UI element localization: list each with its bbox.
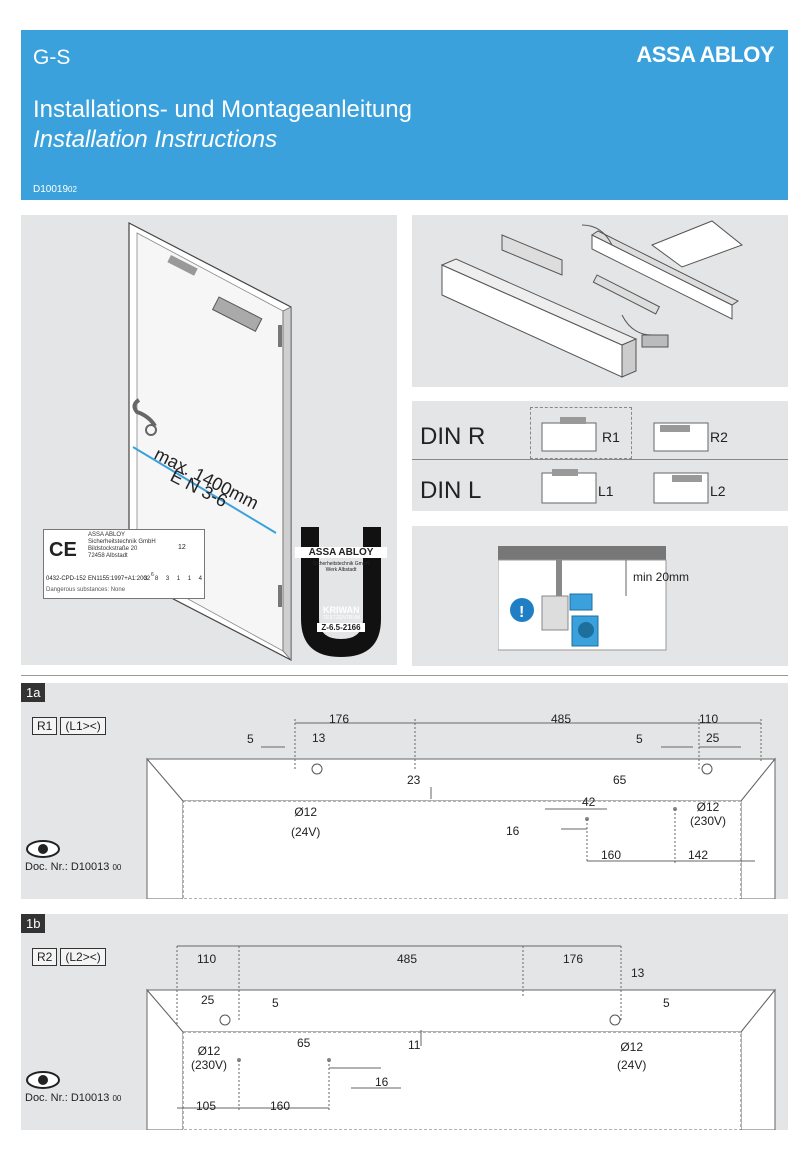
certification-mark: ASSA ABLOY Sicherheitstechnik GmbH Werk … xyxy=(293,527,389,661)
dim-42: 42 xyxy=(582,795,596,809)
variant-1a-code: R1 xyxy=(32,717,58,735)
dim-13: 13 xyxy=(312,731,326,745)
cert-kriwan: KRIWAN xyxy=(323,605,360,615)
section-1b-tag: 1b xyxy=(21,914,46,933)
ce-label: CE ASSA ABLOY Sicherheitstechnik GmbH Bi… xyxy=(43,529,205,599)
variant-1a-alt: (L1><) xyxy=(60,717,106,735)
dim-65: 65 xyxy=(297,1036,311,1050)
ce-label-code: 0432-CPD-152 xyxy=(46,576,87,582)
din-l2-icon xyxy=(653,472,709,504)
section-divider xyxy=(21,675,788,676)
drilling-template-1b xyxy=(145,945,777,1130)
dim-485: 485 xyxy=(397,952,418,966)
ce-label-number: 12 xyxy=(178,544,186,551)
title-german: Installations- und Montageanleitung xyxy=(33,96,412,123)
dim-16: 16 xyxy=(506,824,520,838)
hole-left-1b: Ø12(230V) xyxy=(191,1044,228,1072)
ce-label-note: Dangerous substances: None xyxy=(46,587,126,593)
dim-11: 11 xyxy=(408,1038,421,1052)
dim-5-left: 5 xyxy=(272,996,279,1010)
din-l2-label: L2 xyxy=(710,483,726,499)
din-r1-selected xyxy=(530,407,632,459)
din-l-label: DIN L xyxy=(420,477,482,504)
section-1b: 1b R2 (L2><) Doc. Nr.: D10013 00 110 485… xyxy=(21,914,788,1130)
doc-reference-1a[interactable]: Doc. Nr.: D10013 00 xyxy=(25,861,122,873)
header-banner: G-S ASSA ABLOY Installations- und Montag… xyxy=(21,30,788,200)
ce-mark-icon: CE xyxy=(49,539,77,561)
min-clearance-label: min 20mm xyxy=(633,570,690,584)
brand-logo: ASSA ABLOY xyxy=(636,42,774,67)
document-number: D1001902 xyxy=(33,184,77,195)
divider xyxy=(412,459,788,460)
variant-1b: R2 (L2><) xyxy=(32,948,106,966)
dim-105: 105 xyxy=(196,1099,217,1113)
din-r2-label: R2 xyxy=(710,429,728,445)
hole-right-1a: Ø12(230V) xyxy=(690,800,727,828)
ce-label-digit-top: 6 xyxy=(151,572,154,578)
dim-16: 16 xyxy=(375,1075,389,1089)
clearance-notice-panel: ! min 20mm xyxy=(412,526,788,666)
cert-sub2: Werk Albstadt xyxy=(325,567,357,573)
section-1a: 1a R1 (L1><) Doc. Nr.: D10013 00 176 485… xyxy=(21,683,788,899)
product-parts-illustration xyxy=(440,220,744,378)
dim-160: 160 xyxy=(601,848,622,862)
dim-13: 13 xyxy=(631,966,645,980)
title-english: Installation Instructions xyxy=(33,126,278,153)
cert-number: Z-6.5-2166 xyxy=(317,623,365,632)
variant-1a: R1 (L1><) xyxy=(32,717,106,735)
cert-sub1: Sicherheitstechnik GmbH xyxy=(312,561,370,567)
drilling-template-1a xyxy=(145,719,777,899)
dim-176: 176 xyxy=(563,952,584,966)
dim-5-right: 5 xyxy=(663,996,670,1010)
product-name: G-S xyxy=(33,46,71,69)
din-l1-label: L1 xyxy=(598,483,614,499)
hole-left-1a: Ø12(24V) xyxy=(291,805,321,839)
dim-65: 65 xyxy=(613,773,627,787)
din-orientation-panel: DIN R DIN L R1 R2 L1 L2 xyxy=(412,401,788,511)
din-r1-icon xyxy=(541,417,597,452)
din-l1-icon xyxy=(541,469,597,504)
doc-reference-1b[interactable]: Doc. Nr.: D10013 00 xyxy=(25,1092,122,1104)
variant-1b-code: R2 xyxy=(32,948,58,966)
din-r1-label: R1 xyxy=(602,429,620,445)
ce-label-address: ASSA ABLOY Sicherheitstechnik GmbH Bilds… xyxy=(88,532,156,559)
din-r-label: DIN R xyxy=(420,423,486,450)
dim-142: 142 xyxy=(688,848,709,862)
hole-right-1b: Ø12(24V) xyxy=(617,1040,647,1072)
eye-icon xyxy=(26,1071,60,1089)
dim-23: 23 xyxy=(407,773,421,787)
ce-label-standard: EN1155:1997+A1:2002 xyxy=(88,576,151,582)
section-1a-tag: 1a xyxy=(21,683,46,702)
dim-176: 176 xyxy=(329,712,350,726)
door-illustration-panel: max. 1400mm E N 3-6 CE ASSA ABLOY Sicher… xyxy=(21,215,397,665)
dim-110: 110 xyxy=(699,712,719,726)
dim-160: 160 xyxy=(270,1099,291,1113)
svg-text:!: ! xyxy=(519,604,524,621)
dim-110: 110 xyxy=(197,952,217,966)
dim-25: 25 xyxy=(706,731,720,745)
clearance-illustration: ! xyxy=(498,546,667,651)
variant-1b-alt: (L2><) xyxy=(60,948,106,966)
dim-5-right: 5 xyxy=(636,732,643,746)
cert-brand: ASSA ABLOY xyxy=(295,547,387,558)
cert-kriwan-sub: TESTZENTRUM xyxy=(323,615,361,621)
din-r2-icon xyxy=(653,422,709,452)
eye-icon xyxy=(26,840,60,858)
dim-5-left: 5 xyxy=(247,732,254,746)
dim-485: 485 xyxy=(551,712,572,726)
product-parts-panel xyxy=(412,215,788,387)
dim-25: 25 xyxy=(201,993,215,1007)
